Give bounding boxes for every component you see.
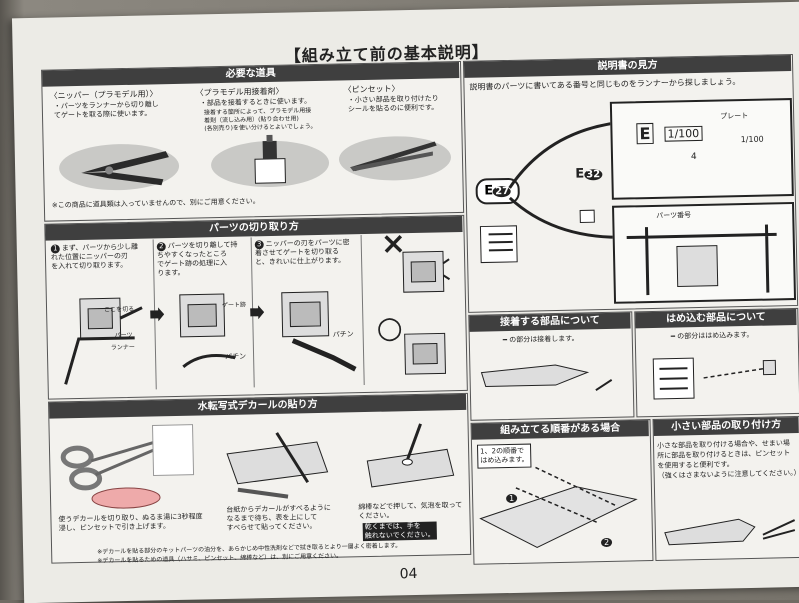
arrow-right-icon: [250, 305, 265, 320]
cut-step3-text: ニッパーの刃をパーツに密 着させてゲートを切り取る と、きれいに仕上がります。: [254, 238, 350, 267]
glue-bottle-icon: [254, 134, 286, 184]
label-runner: ランナー: [110, 343, 135, 352]
fitted-header: はめ込む部品について: [635, 308, 797, 329]
label-parts: パーツ: [114, 331, 133, 340]
wrong-result-illustration: [402, 250, 451, 293]
runner-zoom-top: [609, 98, 794, 200]
nipper-icon: [81, 151, 169, 186]
step-2-icon: 2: [156, 242, 166, 252]
plate-number: 4: [690, 152, 697, 163]
runner-illustration: [64, 297, 143, 385]
small-parts-desc: 小さな部品を取り付ける場合や、せまい場 所に部品を取り付けるときは、ピンセット …: [656, 439, 799, 480]
plate-scale-right: 1/100: [740, 134, 764, 145]
plate-tag: プレート: [720, 111, 749, 121]
decal-warning: 乾くまでは、手を 触れないでください。: [362, 521, 437, 542]
runner-frame-illustration: [626, 224, 777, 296]
glue-name: 〈プラモデル用接着剤〉: [195, 86, 284, 98]
glue-note: 接着する箇所によって、プラモデル用接 着剤（流し込み用）(貼り合わせ用) (各別…: [203, 107, 317, 133]
part-cut-illustration: [179, 293, 236, 369]
cut-step2-text: パーツを切り離して持 ちやすくなったところ でゲート跡の処理に入 ります。: [156, 240, 238, 278]
decal-step1: 使うデカールを切り取り、ぬるま湯に3秒程度 浸し、ピンセットで引き上げます。: [58, 512, 203, 533]
nipper-desc: ・パーツをランナーから切り離し てゲートを取る際に使います。: [53, 100, 159, 120]
decal-step3: 綿棒などで押して、気泡を取って ください。: [358, 501, 463, 521]
scissors-icon: [60, 424, 195, 509]
label-snip-1: パチン: [225, 352, 247, 361]
plate-scale: 1/100: [664, 125, 703, 142]
vent-part-illustration: [479, 225, 518, 264]
arrow-right-icon: [150, 307, 165, 322]
part-trim-illustration: [281, 291, 357, 372]
glued-part-illustration: [480, 364, 613, 392]
right-result-illustration: [404, 332, 447, 375]
label-gate-mark: ゲート跡: [221, 301, 247, 309]
label-snip-2: パチン: [332, 330, 354, 339]
manual-page: 【組み立て前の基本説明】 必要な道具 〈ニッパー（プラモデル用）〉 ・パーツをラ…: [11, 1, 799, 603]
tweezers-attach-illustration: [664, 518, 796, 546]
tweezers-desc: ・小さい部品を取り付けたり シールを貼るのに便利です。: [347, 94, 439, 114]
small-clip-part-illustration: [579, 209, 595, 223]
plate-letter: E: [636, 122, 654, 145]
cotton-swab-illustration: [366, 423, 455, 488]
cut-step1-text: まず、パーツから少し離 れた位置にニッパーの刃 を入れて切り取ります。: [50, 242, 139, 271]
glued-header: 接着する部品について: [469, 312, 631, 332]
assembly-order-illustration: [479, 466, 638, 549]
label-cut-here: ここを切る: [104, 305, 135, 314]
fitted-part-illustration: [652, 357, 777, 400]
step-1-icon: 1: [50, 244, 60, 254]
tweezers-icon: [350, 141, 437, 172]
small-parts-header: 小さい部品の取り付け方: [653, 416, 799, 436]
glued-desc: ━ の部分は接着します。: [502, 334, 579, 345]
decal-slide-illustration: [226, 432, 329, 499]
decal-step2: 台紙からデカールがすべるように なるまで待ち、表を上にして すべらせて貼ってくだ…: [226, 503, 331, 532]
page-number: 04: [399, 565, 418, 583]
fitted-desc: ━ の部分ははめ込みます。: [670, 330, 754, 341]
step-3-icon: 3: [254, 240, 264, 250]
tweezers-name: 〈ピンセット〉: [343, 84, 400, 95]
